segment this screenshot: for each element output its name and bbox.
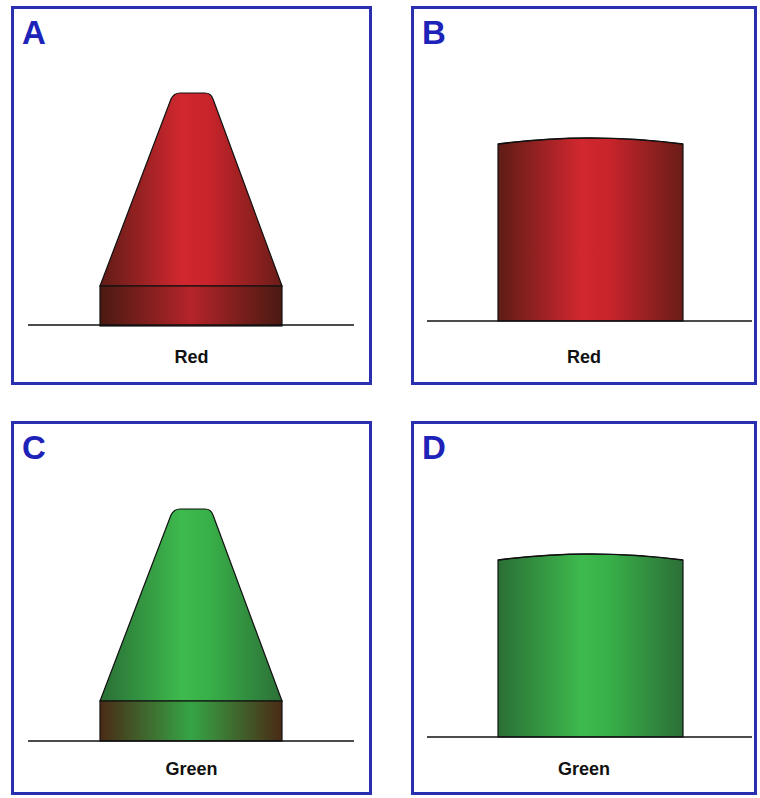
ground-line [28, 740, 354, 742]
panel-box: D Green [411, 421, 757, 795]
color-label: Red [564, 348, 604, 368]
green-cone [100, 509, 282, 741]
red-cone [100, 93, 282, 326]
red-cylinder [498, 138, 683, 321]
panel-box: B Red [411, 6, 757, 385]
panel-letter: C [22, 431, 46, 464]
panel-letter: D [422, 431, 446, 464]
ground-line [28, 324, 354, 326]
panel-letter: B [422, 16, 446, 49]
color-label: Green [555, 760, 613, 780]
panel-box: C Green [11, 421, 372, 795]
color-label: Green [162, 760, 220, 780]
panel-letter: A [22, 16, 46, 49]
ground-line [427, 736, 752, 738]
panel-box: A Red [11, 6, 372, 385]
ground-line [427, 320, 752, 322]
color-label: Red [171, 348, 211, 368]
green-cylinder [498, 554, 683, 737]
